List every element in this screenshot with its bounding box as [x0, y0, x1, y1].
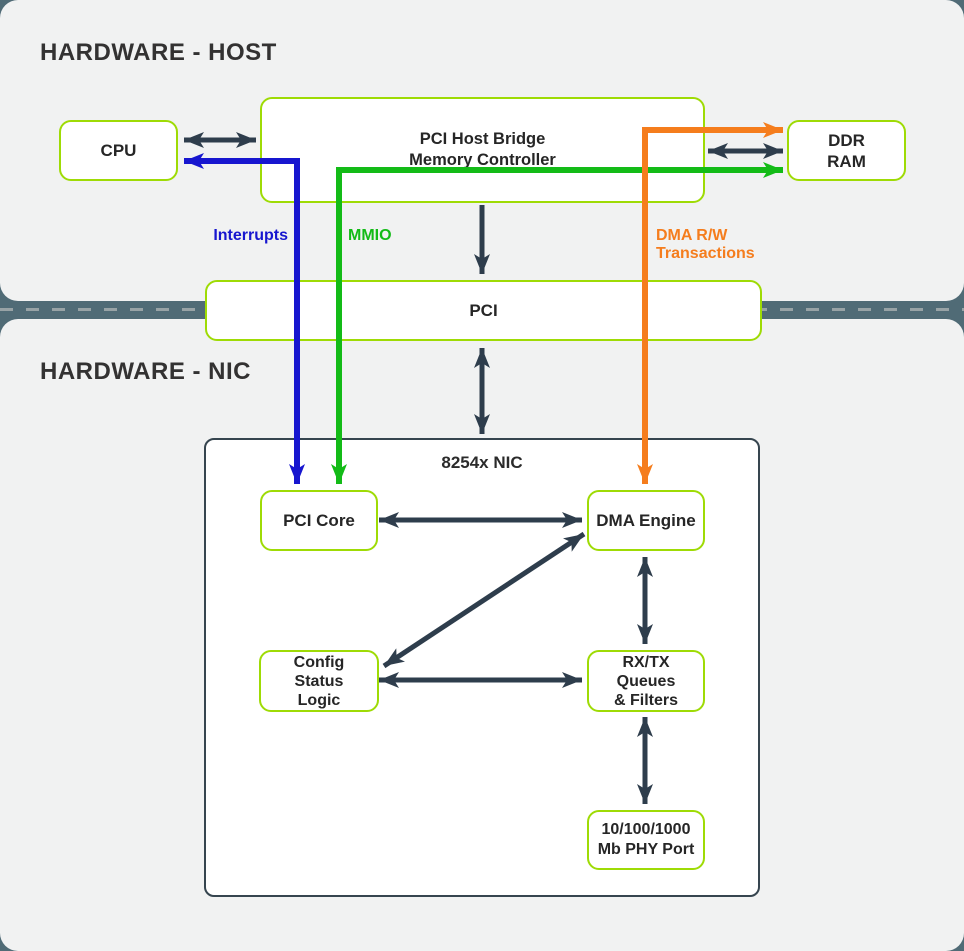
ddr-label-line2: RAM: [827, 151, 866, 171]
pci-label: PCI: [469, 301, 498, 320]
dma-rw-label-line1: DMA R/W: [656, 227, 728, 244]
pci-core-box: PCI Core: [260, 490, 378, 551]
ddr-ram-box: DDR RAM: [787, 120, 906, 181]
config-label-line2: Status: [294, 672, 344, 690]
nic-chip-label: 8254x NIC: [441, 453, 523, 472]
pci-host-bridge-box: PCI Host Bridge Memory Controller: [260, 97, 705, 203]
config-status-logic-box: Config Status Logic: [259, 650, 379, 712]
phy-label-line1: 10/100/1000: [601, 821, 691, 838]
ddr-label-line1: DDR: [828, 130, 865, 150]
bridge-label-line2: Memory Controller: [409, 151, 556, 169]
pci-bus-box: PCI: [205, 280, 762, 341]
rxtx-label-line2: Queues: [616, 672, 676, 690]
phy-label-line2: Mb PHY Port: [597, 841, 695, 858]
rxtx-label-line1: RX/TX: [622, 653, 670, 671]
mmio-edge-label: MMIO: [348, 227, 392, 244]
config-label-line3: Logic: [297, 691, 341, 709]
dma-rw-edge-label: DMA R/W Transactions: [656, 227, 755, 263]
dma-engine-label: DMA Engine: [596, 511, 696, 530]
phy-port-box: 10/100/1000 Mb PHY Port: [587, 810, 705, 870]
host-section-title: HARDWARE - HOST: [40, 39, 277, 66]
nic-section-title: HARDWARE - NIC: [40, 358, 251, 385]
interrupts-edge-label: Interrupts: [213, 227, 288, 244]
cpu-label: CPU: [100, 141, 137, 160]
cpu-box: CPU: [59, 120, 178, 181]
rxtx-label-line3: & Filters: [613, 691, 678, 709]
rxtx-queues-filters-box: RX/TX Queues & Filters: [587, 650, 705, 712]
config-label-line1: Config: [293, 653, 345, 671]
pci-core-label: PCI Core: [283, 511, 355, 530]
dma-engine-box: DMA Engine: [587, 490, 705, 551]
dma-rw-label-line2: Transactions: [656, 245, 755, 262]
bridge-label-line1: PCI Host Bridge: [419, 130, 546, 148]
